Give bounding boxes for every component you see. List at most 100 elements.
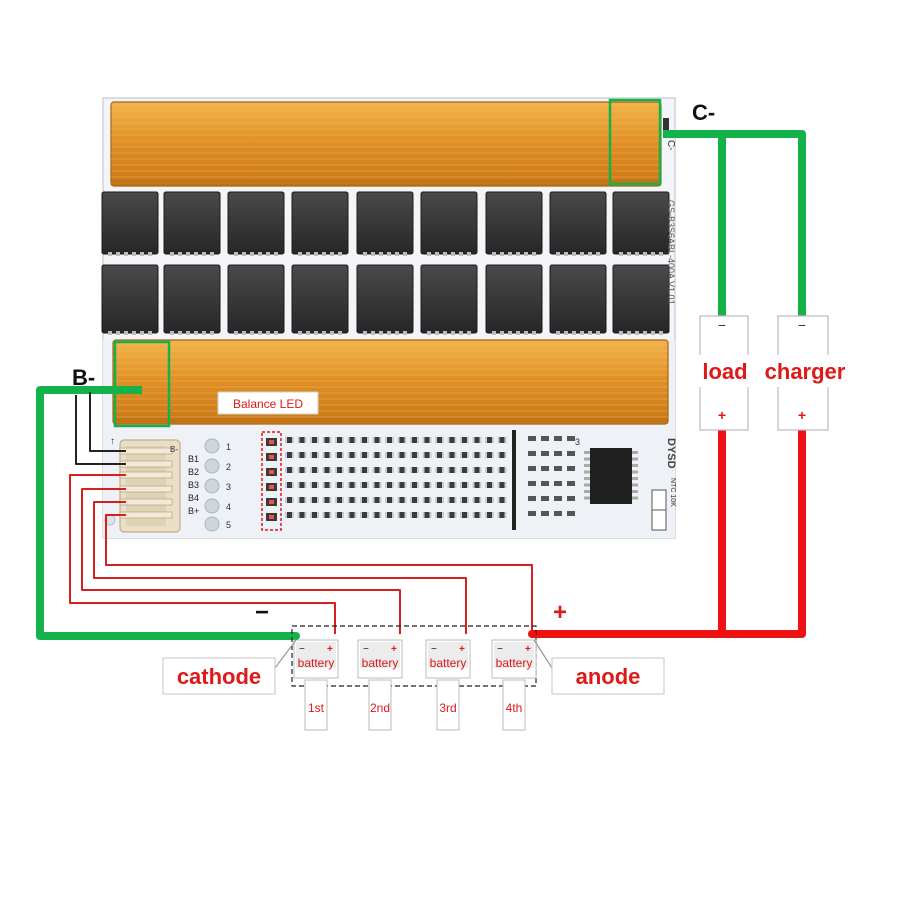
- balance-pad: [204, 498, 220, 514]
- smd-component: [554, 451, 562, 456]
- battery-order: 2nd: [370, 701, 390, 715]
- pack-positive-node: [528, 630, 536, 638]
- smd-component: [541, 481, 549, 486]
- smd-resistor: [310, 482, 319, 488]
- smd-resistor: [460, 437, 469, 443]
- smd-resistor: [385, 437, 394, 443]
- connector-pin-b-minus: B-: [170, 445, 178, 454]
- mosfet: [101, 264, 159, 334]
- mosfet: [163, 264, 221, 334]
- smd-resistor: [385, 497, 394, 503]
- smd-resistor: [360, 512, 369, 518]
- smd-resistor: [360, 482, 369, 488]
- battery-plus: +: [525, 644, 531, 655]
- battery-order: 1st: [308, 701, 325, 715]
- smd-resistor: [435, 497, 444, 503]
- smd-component: [554, 511, 562, 516]
- smd-resistor: [310, 452, 319, 458]
- pack-plus-sign: +: [553, 599, 567, 626]
- smd-resistor: [447, 482, 457, 488]
- smd-resistor: [397, 497, 407, 503]
- smd-resistor: [472, 482, 482, 488]
- smd-resistor: [485, 497, 494, 503]
- smd-resistor: [335, 512, 344, 518]
- balance-pad: [204, 478, 220, 494]
- smd-resistor: [372, 437, 382, 443]
- smd-resistor: [285, 452, 294, 458]
- charger-minus-terminal: −: [798, 317, 806, 333]
- smd-resistor: [347, 452, 357, 458]
- smd-resistor: [410, 512, 419, 518]
- connector-pin: [119, 447, 173, 455]
- connector-pin-label: B2: [188, 467, 199, 477]
- connector-pin: [119, 511, 173, 519]
- battery-label: battery: [298, 656, 335, 670]
- smd-resistor: [372, 512, 382, 518]
- smd-resistor: [397, 452, 407, 458]
- board-model-text: GS-B3S6ABL-400A V1.01: [666, 200, 676, 305]
- smd-component: [567, 496, 575, 501]
- bottom-heatsink: [112, 339, 669, 425]
- smd-resistor: [335, 452, 344, 458]
- charger-negative-wire: [722, 130, 806, 320]
- smd-resistor: [297, 497, 307, 503]
- smd-resistor: [360, 497, 369, 503]
- smd-resistor: [310, 467, 319, 473]
- smd-component: [541, 451, 549, 456]
- mosfet: [356, 264, 414, 334]
- smd-resistor: [410, 437, 419, 443]
- ntc-text: NTC 10K: [669, 478, 676, 507]
- smd-resistor: [447, 452, 457, 458]
- smd-component: [567, 481, 575, 486]
- smd-component: [567, 511, 575, 516]
- balance-resistor-array: [285, 430, 575, 530]
- smd-resistor: [285, 437, 294, 443]
- smd-component: [554, 436, 562, 441]
- smd-resistor: [422, 482, 432, 488]
- battery-order: 3rd: [439, 701, 456, 715]
- battery-label: battery: [430, 656, 467, 670]
- smd-component: [554, 481, 562, 486]
- smd-component: [541, 436, 549, 441]
- smd-component: [541, 466, 549, 471]
- smd-resistor: [372, 497, 382, 503]
- balance-led-column: [266, 438, 277, 521]
- mosfet: [485, 191, 543, 255]
- pack-minus-sign: −: [255, 599, 269, 626]
- mosfet: [291, 191, 349, 255]
- battery-plus: +: [327, 644, 333, 655]
- smd-resistor: [285, 467, 294, 473]
- smd-resistor: [460, 482, 469, 488]
- smd-resistor: [360, 437, 369, 443]
- smd-resistor: [310, 437, 319, 443]
- c-minus-terminal-box: [608, 98, 662, 186]
- smd-resistor: [285, 482, 294, 488]
- balance-wire-b3: [93, 501, 467, 634]
- smd-resistor: [335, 482, 344, 488]
- mosfet: [549, 264, 607, 334]
- ntc-connector: [651, 489, 667, 511]
- smd-resistor: [397, 482, 407, 488]
- smd-resistor: [422, 467, 432, 473]
- mosfet: [356, 191, 414, 255]
- smd-resistor: [385, 482, 394, 488]
- smd-resistor: [472, 512, 482, 518]
- anode-callout: anode: [551, 657, 665, 695]
- b-minus-label: B-: [72, 365, 95, 390]
- smd-resistor: [347, 512, 357, 518]
- battery-minus: −: [431, 644, 437, 655]
- smd-component: [567, 436, 575, 441]
- balance-wire-b4: [105, 514, 533, 634]
- smd-resistor: [422, 452, 432, 458]
- smd-resistor: [435, 467, 444, 473]
- smd-resistor: [422, 497, 432, 503]
- smd-resistor: [435, 452, 444, 458]
- smd-resistor: [397, 437, 407, 443]
- connector-pin: [119, 471, 173, 479]
- smd-component: [567, 451, 575, 456]
- positive-wiring: [532, 430, 806, 638]
